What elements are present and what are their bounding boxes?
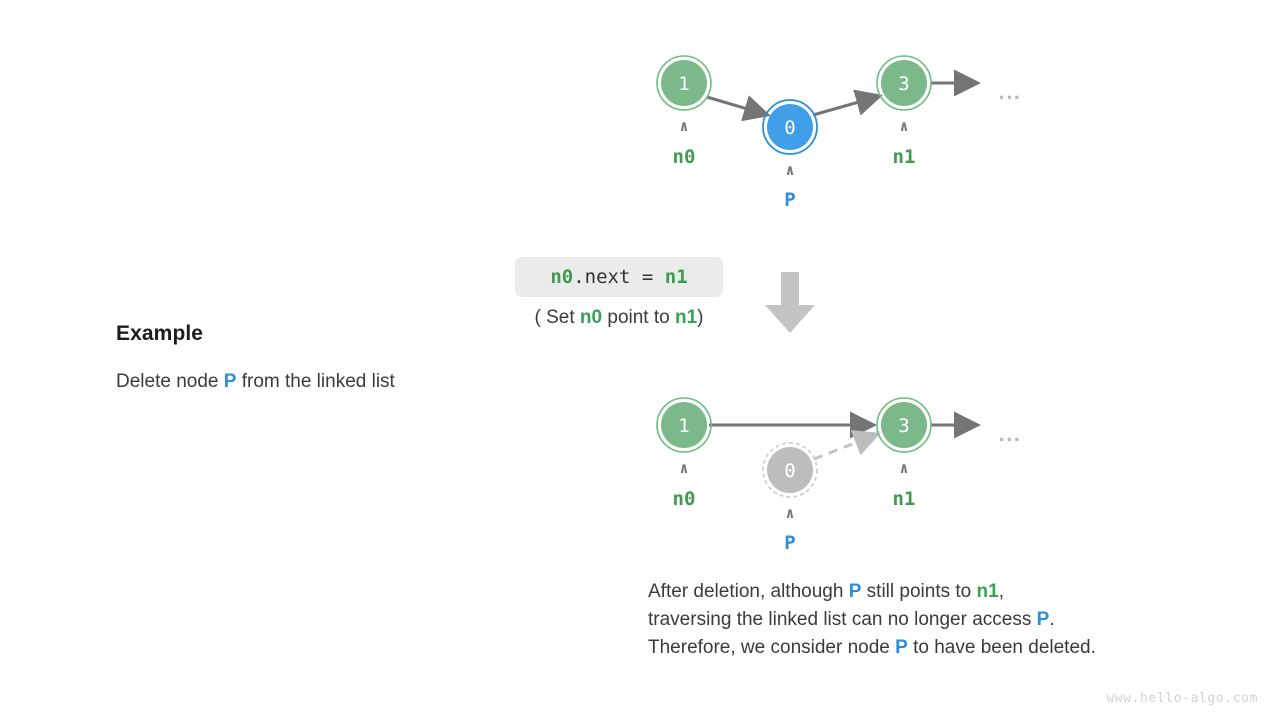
result-line-3: Therefore, we consider node P to have be… xyxy=(648,634,1096,662)
caption-var-n1: n1 xyxy=(674,307,698,328)
caption-close: ) xyxy=(697,307,704,328)
description-var-p: P xyxy=(223,371,237,392)
diagram-before-deletion xyxy=(656,55,981,155)
line2-b: . xyxy=(1049,609,1055,630)
label-p: P xyxy=(784,189,796,211)
result-explanation: After deletion, although P still points … xyxy=(648,578,1096,662)
page-title: Example xyxy=(116,322,204,345)
caption-var-n0: n0 xyxy=(579,307,603,328)
ellipsis-bottom: ... xyxy=(998,421,1022,446)
node-0-deleted-ring xyxy=(762,442,818,498)
example-description: Delete node P from the linked list xyxy=(116,371,395,393)
caption-open: ( Set xyxy=(534,307,580,328)
result-line-1: After deletion, although P still points … xyxy=(648,578,1096,606)
line1-a: After deletion, although xyxy=(648,581,849,602)
line2-a: traversing the linked list can no longer… xyxy=(648,609,1037,630)
arrow-down-icon xyxy=(765,272,815,333)
diagram-after-deletion xyxy=(656,397,981,498)
node-3-circle-bottom xyxy=(881,402,927,448)
caption-mid: point to xyxy=(602,307,675,328)
line1-var-p: P xyxy=(848,581,862,602)
edge-p-to-n1 xyxy=(812,89,883,117)
line3-b: to have been deleted. xyxy=(907,637,1096,658)
node-3-ring xyxy=(876,55,932,111)
node-0-circle xyxy=(767,104,813,150)
line1-c: , xyxy=(998,581,1004,602)
ellipsis-top: ... xyxy=(998,79,1022,104)
caret-icon-n1-bottom: ∧ xyxy=(899,459,909,477)
code-caption: ( Set n0 point to n1) xyxy=(513,307,725,329)
node-1-ring-bottom xyxy=(656,397,712,453)
code-var-n1: n1 xyxy=(664,266,688,288)
node-0-ring xyxy=(762,99,818,155)
node-3-ring-bottom xyxy=(876,397,932,453)
edge-n0-to-p xyxy=(706,95,771,122)
caret-icon-p: ∧ xyxy=(785,161,795,179)
label-p-bottom: P xyxy=(784,532,796,554)
description-suffix: from the linked list xyxy=(236,371,395,392)
line3-a: Therefore, we consider node xyxy=(648,637,896,658)
node-1-ring xyxy=(656,55,712,111)
description-prefix: Delete node xyxy=(116,371,224,392)
line2-var-p: P xyxy=(1036,609,1050,630)
line1-var-n1: n1 xyxy=(976,581,999,602)
caret-icon-n0: ∧ xyxy=(679,117,689,135)
line1-b: still points to xyxy=(861,581,977,602)
label-n1-bottom: n1 xyxy=(892,488,916,510)
caret-icon-n0-bottom: ∧ xyxy=(679,459,689,477)
node-1-circle-bottom xyxy=(661,402,707,448)
caret-icon-n1: ∧ xyxy=(899,117,909,135)
line3-var-p: P xyxy=(895,637,908,658)
label-n0: n0 xyxy=(672,146,696,168)
node-1-circle xyxy=(661,60,707,106)
code-var-n0: n0 xyxy=(550,266,574,288)
label-n0-bottom: n0 xyxy=(672,488,696,510)
label-n1: n1 xyxy=(892,146,916,168)
node-3-circle xyxy=(881,60,927,106)
code-snippet: n0.next = n1 xyxy=(515,257,723,297)
code-plain: .next = xyxy=(573,266,665,288)
caret-icon-p-bottom: ∧ xyxy=(785,504,795,522)
edge-p-to-n1-dashed xyxy=(813,430,881,461)
result-line-2: traversing the linked list can no longer… xyxy=(648,606,1096,634)
watermark: www.hello-algo.com xyxy=(1106,691,1258,706)
node-0-deleted-circle xyxy=(767,447,813,493)
